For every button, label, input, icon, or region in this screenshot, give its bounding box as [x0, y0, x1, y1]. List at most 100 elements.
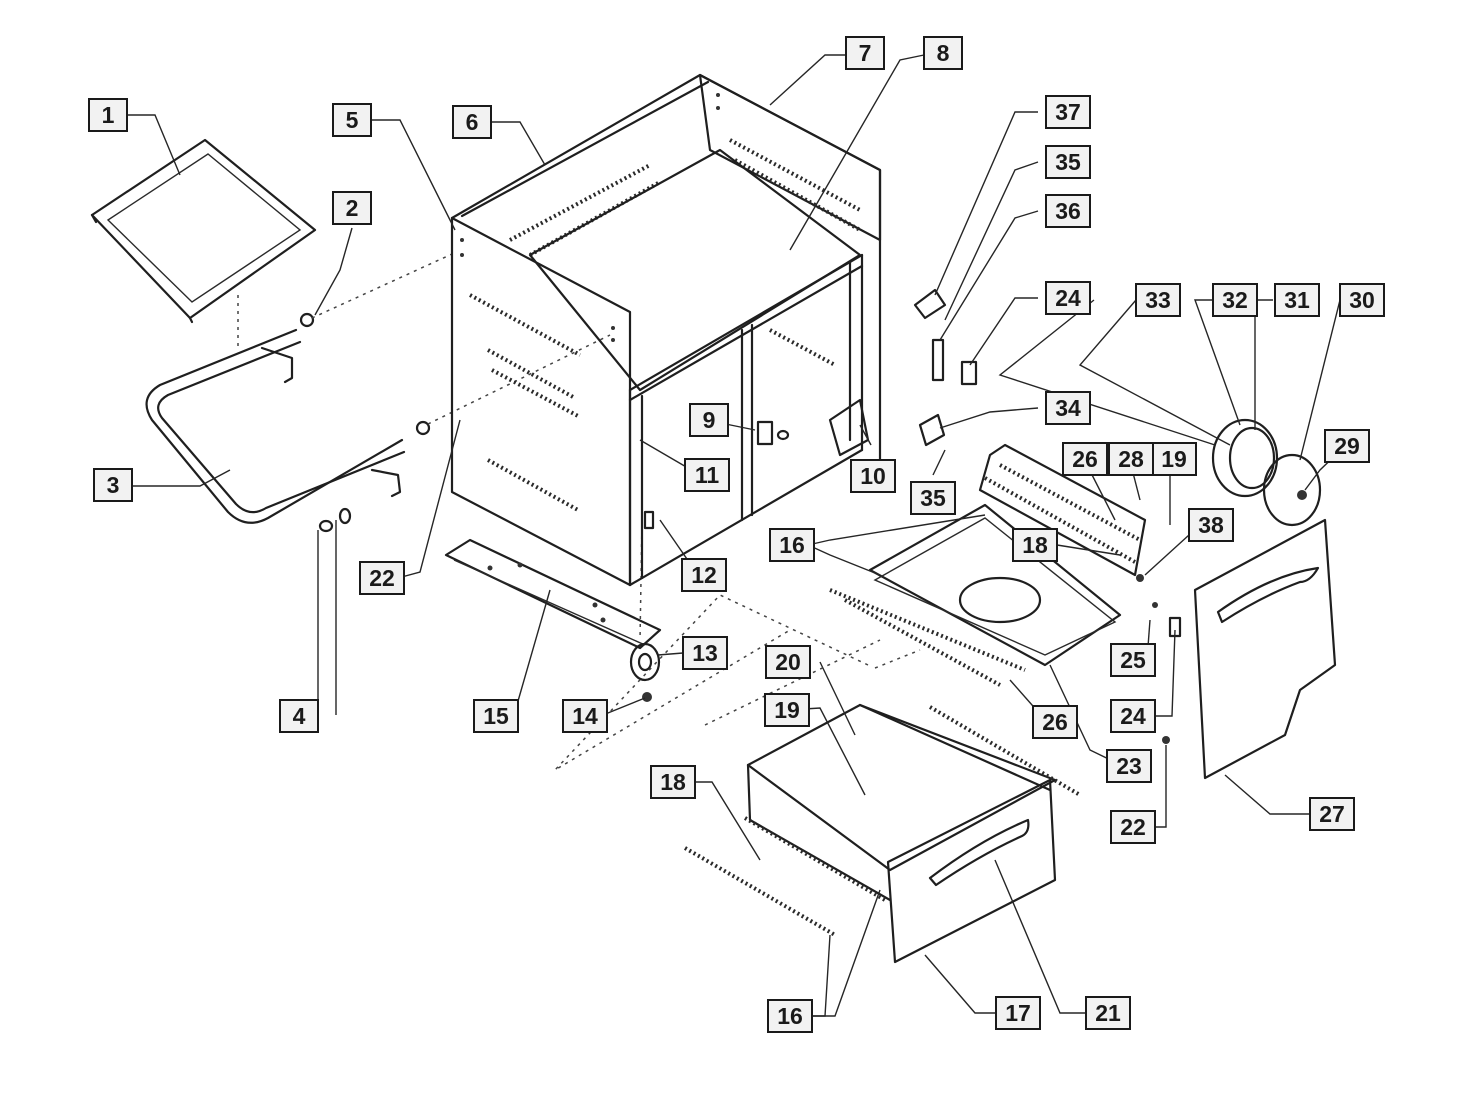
svg-text:18: 18: [660, 769, 686, 795]
callout-19-b: 19: [764, 693, 810, 727]
callout-37: 37: [1045, 95, 1091, 129]
callout-19-a: 19: [1151, 442, 1197, 476]
callout-38: 38: [1188, 508, 1234, 542]
part-36-pin: [931, 338, 945, 382]
svg-text:11: 11: [695, 462, 720, 488]
callout-29: 29: [1324, 429, 1370, 463]
callout-9: 9: [689, 403, 729, 437]
callout-15: 15: [473, 699, 519, 733]
svg-text:23: 23: [1116, 753, 1142, 779]
callout-27: 27: [1309, 797, 1355, 831]
part-24-hinge: [960, 360, 978, 386]
part-14-nut: [642, 692, 652, 702]
svg-text:33: 33: [1145, 287, 1171, 313]
svg-text:35: 35: [1055, 149, 1081, 175]
callout-21: 21: [1085, 996, 1131, 1030]
svg-text:8: 8: [937, 40, 950, 66]
part-27-door: [1193, 518, 1337, 780]
part-26-upper-rail: [978, 443, 1147, 577]
svg-text:9: 9: [703, 407, 716, 433]
callout-7: 7: [845, 36, 885, 70]
part-9-latch: [756, 420, 790, 446]
callout-11: 11: [684, 458, 730, 492]
svg-text:32: 32: [1222, 287, 1248, 313]
callout-6: 6: [452, 105, 492, 139]
part-12-bolt: [643, 510, 655, 530]
part-13-caster: [629, 642, 661, 682]
part-22-screw-door: [1162, 736, 1170, 744]
svg-text:5: 5: [346, 107, 359, 133]
callout-30: 30: [1339, 283, 1385, 317]
callout-18-a: 18: [1012, 528, 1058, 562]
svg-text:15: 15: [483, 703, 509, 729]
mount-line-lower: [427, 334, 611, 425]
callout-26-b: 26: [1032, 705, 1078, 739]
part-7-back-panel: [698, 73, 882, 242]
part-5-left-panel: [450, 216, 632, 587]
svg-text:3: 3: [107, 472, 120, 498]
part-16-slide-rail: [683, 846, 837, 937]
callout-35-b: 35: [910, 481, 956, 515]
svg-text:4: 4: [293, 703, 306, 729]
part-38-screw: [1136, 574, 1144, 582]
svg-text:18: 18: [1022, 532, 1048, 558]
part-6-top-frame: [450, 73, 882, 472]
callout-25: 25: [1110, 643, 1156, 677]
part-1-shelf: [90, 138, 317, 324]
callout-32: 32: [1212, 283, 1258, 317]
callout-4: 4: [279, 699, 319, 733]
svg-text:34: 34: [1055, 395, 1081, 421]
svg-text:19: 19: [774, 697, 800, 723]
callout-1: 1: [88, 98, 128, 132]
part-4-fastener: [318, 507, 352, 533]
svg-text:22: 22: [1120, 814, 1146, 840]
svg-text:10: 10: [860, 463, 886, 489]
callout-13: 13: [682, 636, 728, 670]
svg-text:16: 16: [777, 1003, 803, 1029]
callout-12: 12: [681, 558, 727, 592]
svg-text:16: 16: [779, 532, 805, 558]
svg-text:17: 17: [1005, 1000, 1031, 1026]
front-frame: [628, 253, 864, 587]
svg-text:1: 1: [102, 102, 115, 128]
callout-28: 28: [1108, 442, 1154, 476]
part-29-screw: [1297, 490, 1307, 500]
callout-17: 17: [995, 996, 1041, 1030]
svg-text:36: 36: [1055, 198, 1081, 224]
svg-text:20: 20: [775, 649, 801, 675]
svg-text:35: 35: [920, 485, 946, 511]
callout-26-a: 26: [1062, 442, 1108, 476]
callout-2: 2: [332, 191, 372, 225]
callout-14: 14: [562, 699, 608, 733]
part-15-base-rail: [444, 538, 662, 650]
callout-3: 3: [93, 468, 133, 502]
svg-text:25: 25: [1120, 647, 1146, 673]
part-18-drawer-slide: [743, 705, 1082, 902]
part-34-clip: [918, 413, 946, 447]
callout-18-b: 18: [650, 765, 696, 799]
callout-22-a: 22: [359, 561, 405, 595]
svg-text:27: 27: [1319, 801, 1345, 827]
part-2-bushing-lower: [415, 420, 431, 436]
part-23-tray: [868, 503, 1122, 667]
svg-text:37: 37: [1055, 99, 1081, 125]
callout-16-a: 16: [769, 528, 815, 562]
part-17-drawer-front: [886, 778, 1057, 964]
svg-text:14: 14: [572, 703, 598, 729]
part-37-hinge-plate: [913, 288, 947, 320]
part-2-bushing: [299, 312, 315, 328]
svg-text:19: 19: [1161, 446, 1187, 472]
svg-text:13: 13: [692, 640, 718, 666]
part-32-knob-ring: [1211, 418, 1279, 498]
callout-34: 34: [1045, 391, 1091, 425]
callout-23: 23: [1106, 749, 1152, 783]
callout-20: 20: [765, 645, 811, 679]
part-25-screw: [1152, 602, 1158, 608]
part-8-bottom-panel: [528, 148, 862, 392]
callout-8: 8: [923, 36, 963, 70]
svg-text:30: 30: [1349, 287, 1375, 313]
callout-33: 33: [1135, 283, 1181, 317]
callout-22-b: 22: [1110, 810, 1156, 844]
part-20-drawer-box: [746, 703, 1057, 902]
